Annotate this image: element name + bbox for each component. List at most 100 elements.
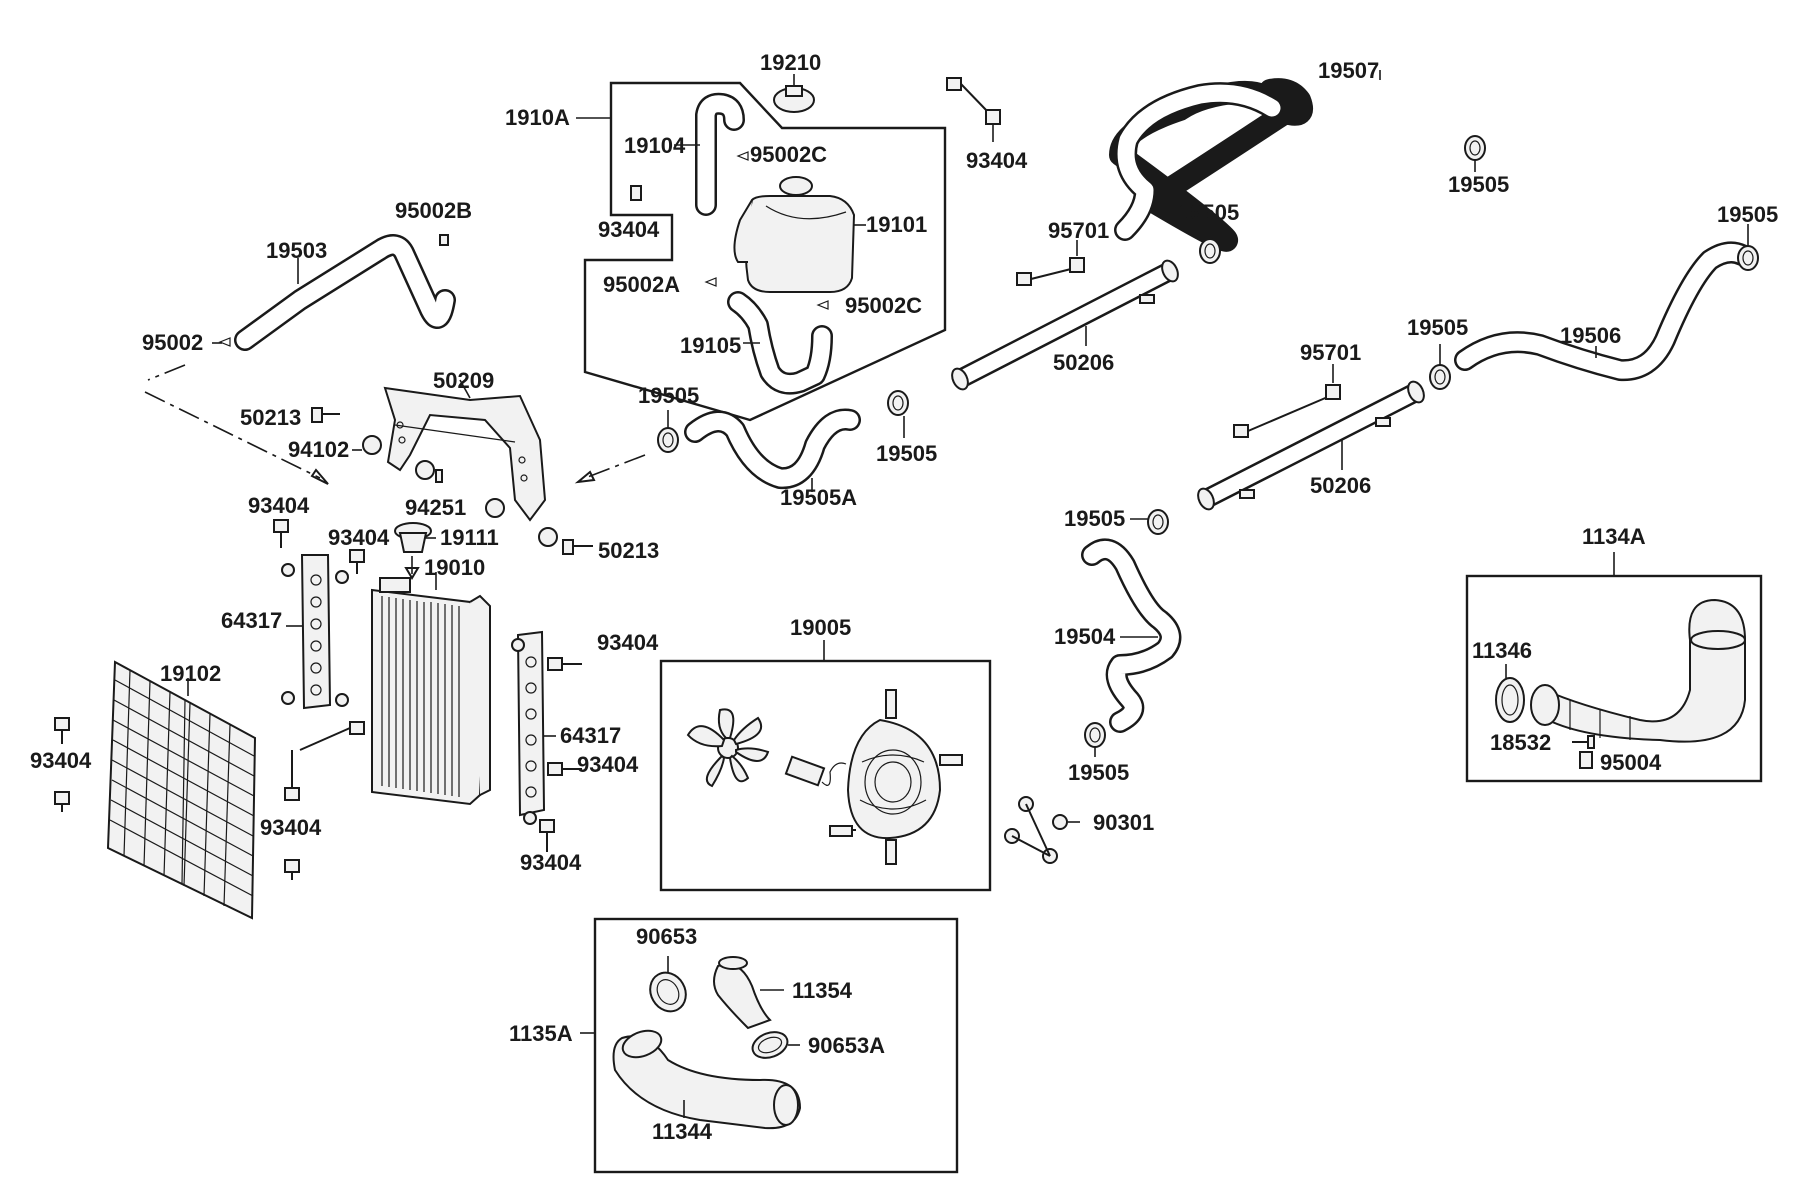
label-93404-l3: 93404: [30, 748, 92, 773]
label-19505-b: 19505: [876, 441, 937, 466]
label-11344: 11344: [652, 1119, 713, 1144]
label-19505-a: 19505: [638, 383, 699, 408]
label-1135A: 1135A: [509, 1021, 573, 1046]
clamp-19505-b: [887, 390, 909, 438]
screw-95002B: [439, 234, 449, 246]
label-19005: 19005: [790, 615, 851, 640]
label-18532: 18532: [1490, 730, 1551, 755]
hose-19506: [1454, 241, 1753, 382]
label-95002B: 95002B: [395, 198, 472, 223]
cap-95004: [1579, 751, 1593, 769]
group-1135A-box: [593, 917, 959, 1174]
label-19505-e: 19505: [1717, 202, 1778, 227]
radiator-bracket-50209: [383, 379, 547, 522]
label-93404-l2: 93404: [328, 525, 390, 550]
part-labels: 19210 1910A 19104 95002C 93404 93404 191…: [30, 50, 1778, 1144]
label-19505-h: 19505: [1068, 760, 1129, 785]
clamp-19505-d: [1199, 226, 1221, 264]
label-95002A: 95002A: [603, 272, 680, 297]
radiator-bolts-93404: [54, 519, 582, 880]
label-11346: 11346: [1472, 638, 1532, 663]
label-1910A: 1910A: [505, 105, 570, 130]
label-94102: 94102: [288, 437, 349, 462]
pipe-50206-lower: [1197, 380, 1425, 511]
label-93404-l1: 93404: [248, 493, 310, 518]
label-19010: 19010: [424, 555, 485, 580]
label-50213-a: 50213: [240, 405, 301, 430]
label-19101: 19101: [866, 212, 927, 237]
fan-motor: [784, 755, 847, 787]
label-19507: 19507: [1318, 58, 1379, 83]
small-clips: [630, 151, 829, 310]
side-bracket-64317-left: [281, 554, 349, 710]
coolant-reservoir-19101: [733, 176, 866, 293]
radiator-19010: [371, 572, 491, 806]
bolt-93404-top: [946, 77, 1001, 142]
label-50209: 50209: [433, 368, 494, 393]
tank-cap-19210: [773, 74, 815, 113]
label-95701-a: 95701: [1048, 218, 1109, 243]
label-93404-r3: 93404: [520, 850, 582, 875]
hose-19503: [234, 234, 456, 351]
label-93404-l4: 93404: [260, 815, 322, 840]
bolt-95701-upper: [1016, 240, 1085, 286]
label-95002C-b: 95002C: [845, 293, 922, 318]
label-90653A: 90653A: [808, 1033, 885, 1058]
clamp-90653: [649, 956, 687, 1013]
hose-19504: [1081, 538, 1182, 733]
hose-19507: [1109, 70, 1381, 252]
label-19111: 19111: [440, 525, 499, 550]
label-19503: 19503: [266, 238, 327, 263]
label-50206-b: 50206: [1310, 473, 1371, 498]
label-94251: 94251: [405, 495, 466, 520]
label-19210: 19210: [760, 50, 821, 75]
label-19505A: 19505A: [780, 485, 857, 510]
clamp-19505-g: [1130, 509, 1169, 535]
label-19505-g: 19505: [1064, 506, 1125, 531]
label-95002C-a: 95002C: [750, 142, 827, 167]
label-19505-d: 19505: [1178, 200, 1239, 225]
side-bracket-64317-right: [511, 630, 556, 825]
fan-shroud: [829, 689, 963, 865]
bolt-95701-lower: [1233, 364, 1341, 438]
label-50213-b: 50213: [598, 538, 659, 563]
pipe-50206-upper: [951, 259, 1179, 391]
tank-hose-19105: [727, 291, 833, 395]
fan-blade: [686, 708, 770, 788]
label-93404-top: 93404: [966, 148, 1028, 173]
tank-hose-19104: [674, 92, 745, 216]
label-19104: 19104: [624, 133, 686, 158]
label-50206-a: 50206: [1053, 350, 1114, 375]
clip-95002: [218, 337, 231, 347]
fan-mount-nuts-90301: [1004, 796, 1080, 864]
assembly-line-right: [584, 454, 646, 479]
label-19102: 19102: [160, 661, 221, 686]
assembly-line-left: [144, 391, 321, 479]
screw-18532: [1572, 735, 1595, 749]
label-64317-b: 64317: [560, 723, 621, 748]
label-93404-r1: 93404: [597, 630, 659, 655]
clamp-19505-c: [1464, 135, 1486, 172]
washers-and-bolts: [311, 407, 593, 555]
label-1134A: 1134A: [1582, 524, 1646, 549]
label-19505-f: 19505: [1407, 315, 1468, 340]
clamp-19505-h: [1084, 722, 1106, 757]
clamp-19505-f: [1429, 344, 1451, 390]
label-95701-b: 95701: [1300, 340, 1361, 365]
label-90653: 90653: [636, 924, 697, 949]
assembly-line-top: [147, 364, 186, 381]
label-93404-tank: 93404: [598, 217, 660, 242]
coolant-tank-group-outline: [583, 81, 947, 422]
duct-11344: [612, 1029, 802, 1130]
hose-19505A: [684, 408, 861, 492]
radiator-cap-19111: [394, 522, 432, 580]
clamp-19505-a: [657, 410, 679, 453]
label-19504: 19504: [1054, 624, 1116, 649]
clamp-19505-e: [1737, 224, 1759, 271]
label-11354: 11354: [792, 978, 853, 1003]
label-90301: 90301: [1093, 810, 1154, 835]
label-64317-a: 64317: [221, 608, 282, 633]
label-19506: 19506: [1560, 323, 1621, 348]
fan-group-box: [659, 659, 992, 892]
